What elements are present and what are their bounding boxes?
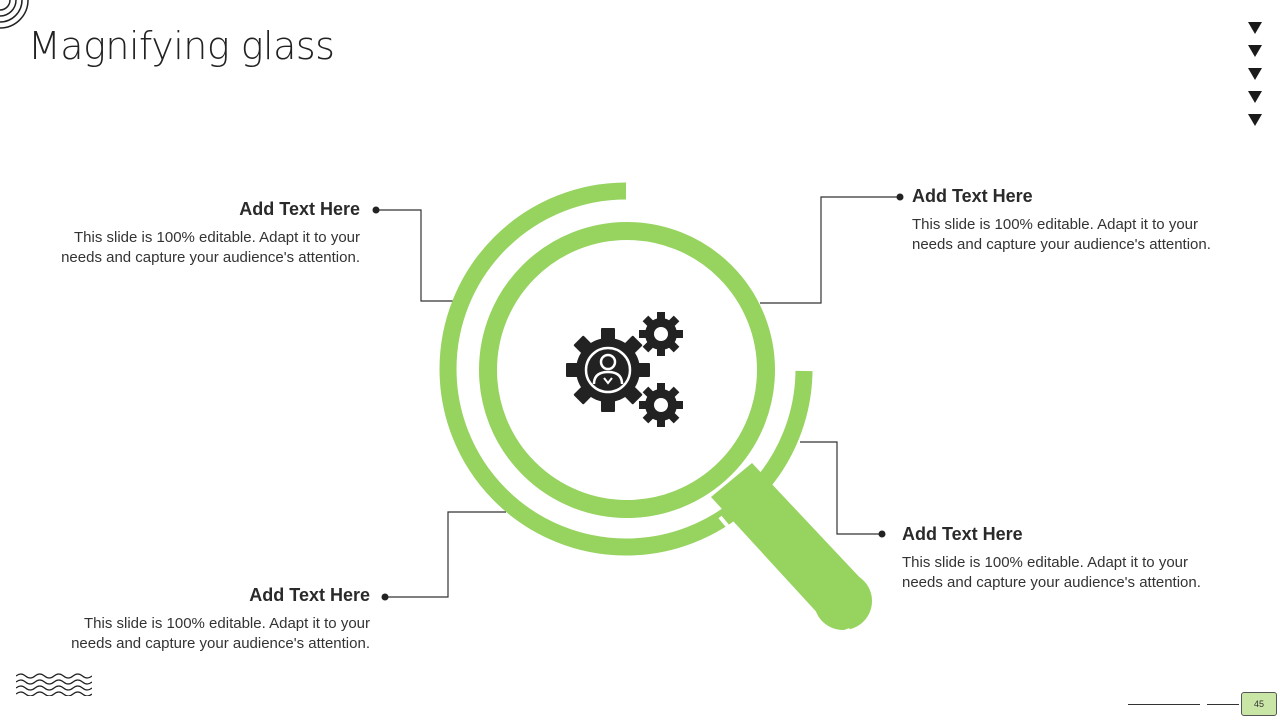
callout-body: This slide is 100% editable. Adapt it to… — [71, 615, 370, 652]
gears-person-icon — [566, 312, 683, 427]
connector-bottom-left — [385, 511, 506, 598]
triangle-down-icon[interactable] — [1248, 91, 1262, 103]
connector-lines — [376, 196, 900, 598]
connector-top-left — [376, 209, 453, 302]
connector-dots — [372, 193, 904, 601]
triangle-down-icon[interactable] — [1248, 45, 1262, 57]
triangle-down-icon[interactable] — [1248, 68, 1262, 80]
callout-heading: Add Text Here — [249, 585, 370, 605]
callout-bottom-right: Add Text Here This slide is 100% editabl… — [902, 524, 1222, 593]
corner-arcs-icon — [0, 0, 29, 29]
callout-body: This slide is 100% editable. Adapt it to… — [912, 216, 1211, 253]
page-number: 45 — [1241, 692, 1277, 716]
callout-bottom-left: Add Text Here This slide is 100% editabl… — [50, 585, 370, 654]
callout-top-left: Add Text Here This slide is 100% editabl… — [40, 199, 360, 268]
callout-top-right: Add Text Here This slide is 100% editabl… — [912, 186, 1232, 255]
connector-top-right — [760, 196, 900, 304]
triangle-down-icon[interactable] — [1248, 114, 1262, 126]
slide-title: Magnifying glass — [28, 24, 335, 68]
footer-divider — [1128, 704, 1200, 705]
callout-heading: Add Text Here — [239, 199, 360, 219]
wavy-lines-icon — [16, 673, 92, 696]
callout-heading: Add Text Here — [912, 186, 1033, 206]
footer-divider — [1207, 704, 1239, 705]
triangle-down-icon[interactable] — [1248, 22, 1262, 34]
magnifier-handle — [711, 463, 872, 636]
nav-arrows — [1248, 22, 1262, 137]
connector-bottom-right — [800, 441, 882, 535]
callout-heading: Add Text Here — [902, 524, 1023, 544]
callout-body: This slide is 100% editable. Adapt it to… — [61, 229, 360, 266]
callout-body: This slide is 100% editable. Adapt it to… — [902, 554, 1201, 591]
